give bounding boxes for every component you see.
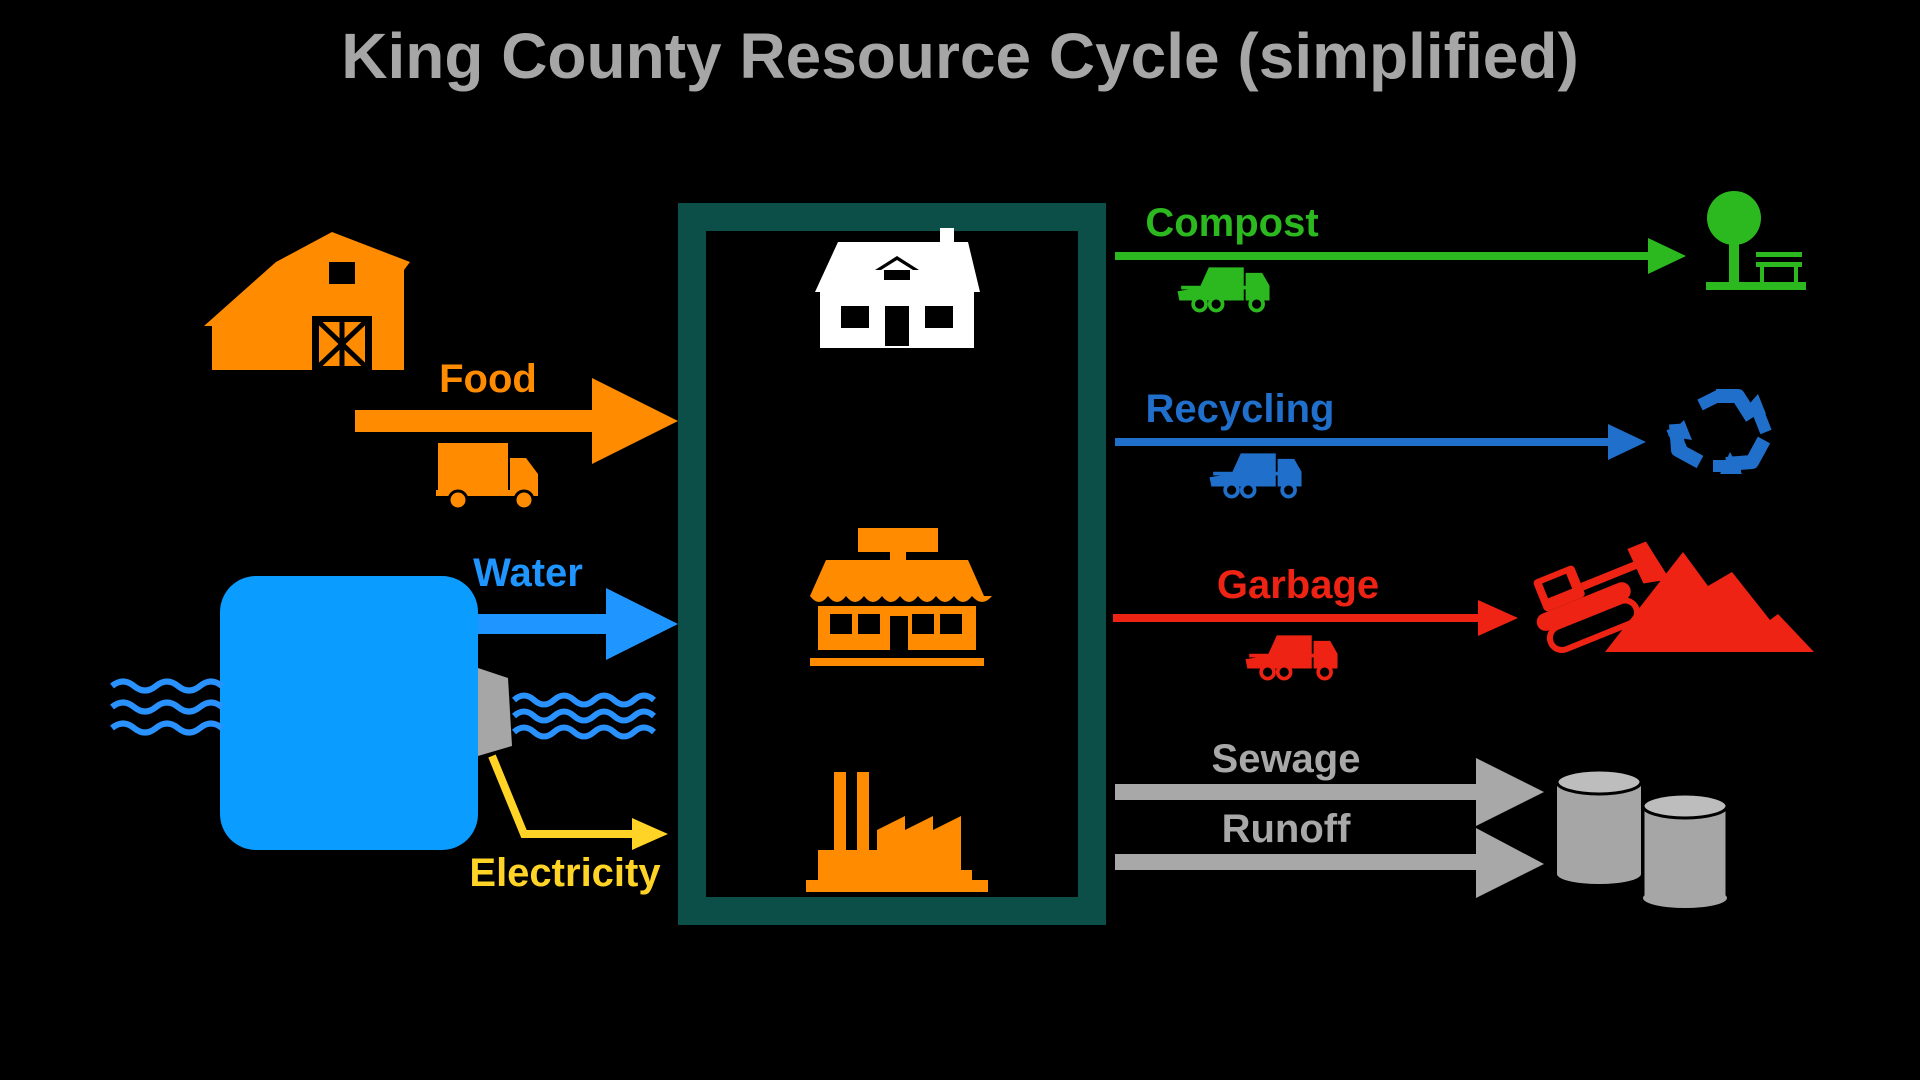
sewage-arrow [1115,758,1544,826]
county-boundary-box [678,203,1106,925]
dam-reservoir-icon [220,576,512,850]
garbage-truck-icon [1245,635,1338,681]
water-label: Water [473,551,583,595]
garbage-truck-icon [1209,453,1302,499]
recycling-arrow-head [1608,424,1646,460]
water-waves-icon [110,678,657,740]
recycle-symbol-icon [1666,388,1772,474]
house-icon [815,228,980,348]
compost-arrow-head [1648,238,1686,274]
bulldozer-landfill-icon [1533,541,1814,654]
sewage-label: Sewage [1212,737,1361,781]
water-arrow [478,588,678,660]
electricity-label: Electricity [469,851,661,895]
storage-tanks-icon [1555,768,1729,908]
electricity-arrow-head [632,818,668,850]
runoff-label: Runoff [1222,807,1352,851]
store-icon [810,528,992,666]
runoff-arrow [1115,828,1544,898]
diagram-title: King County Resource Cycle (simplified) [341,20,1579,92]
garbage-truck-icon [1177,267,1270,313]
park-tree-bench-icon [1706,191,1806,290]
electricity-arrow-line [488,754,636,838]
delivery-truck-icon [436,443,538,511]
compost-label: Compost [1145,201,1318,245]
garbage-arrow-head [1478,600,1518,636]
barn-icon [204,232,410,370]
food-arrow [355,378,678,464]
food-label: Food [439,357,537,401]
garbage-label: Garbage [1217,563,1379,607]
factory-icon [806,772,988,892]
recycling-label: Recycling [1146,387,1335,431]
